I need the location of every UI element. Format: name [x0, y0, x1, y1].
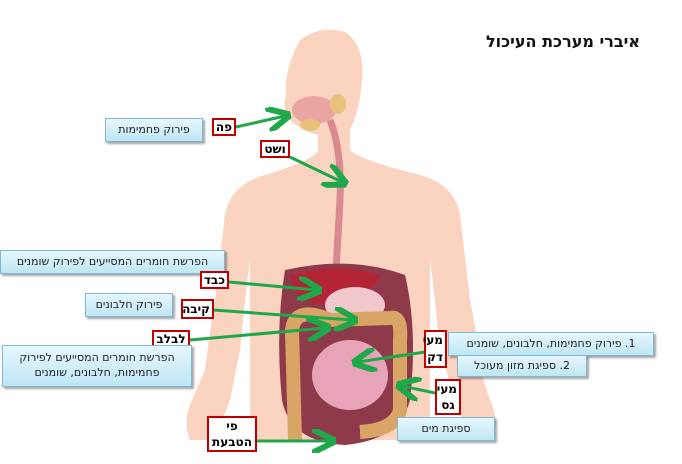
pancreas-function: הפרשת חומרים המסייעים לפירוק פחמימות, חל… [2, 345, 192, 387]
large-intestine-label: מעי גס [435, 379, 461, 415]
liver-function: הפרשת חומרים המסייעים לפירוק שומנים [0, 250, 225, 274]
pancreas-label: לבלב [152, 330, 190, 348]
small-intestine-function-1: 1. פירוק פחמימות, חלבונים, שומנים [448, 332, 654, 356]
large-intestine-function: ספיגת מים [397, 417, 495, 441]
esophagus-label: ושט [260, 140, 290, 158]
stomach-label: קיבה [181, 299, 214, 319]
esophagus-shape [326, 118, 344, 271]
anus-label: פי הטבעת [207, 416, 257, 452]
mouth-function: פירוק פחמימות [105, 118, 203, 142]
small-intestine-function-2: 2. ספיגת מזון מעוכל [457, 355, 587, 377]
mouth-label: פה [212, 118, 236, 136]
small-intestine-label: מעי דק [423, 330, 447, 368]
stomach-function: פירוק חלבונים [85, 293, 173, 317]
small-intestine-shape [312, 340, 388, 410]
liver-label: כבד [200, 271, 229, 289]
page-title: איברי מערכת העיכול [485, 32, 640, 51]
